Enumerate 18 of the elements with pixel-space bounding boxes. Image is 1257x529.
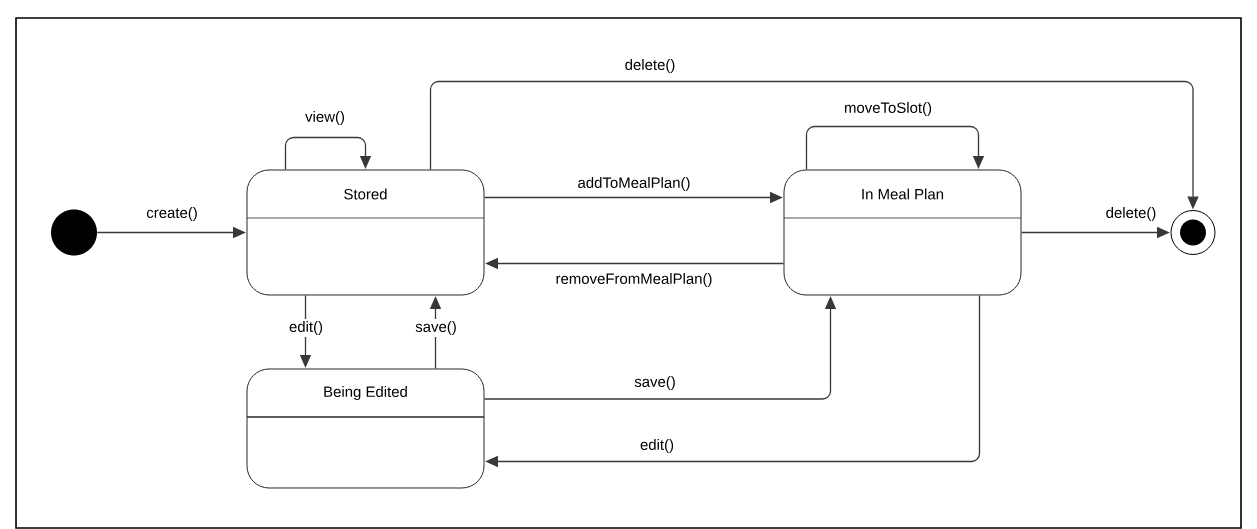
state-box: Stored [246, 169, 485, 296]
edge-label: removeFromMealPlan() [553, 271, 715, 289]
final-state [1170, 210, 1216, 255]
initial-state [51, 209, 97, 256]
arrow [284, 136, 372, 171]
edge-label: create() [144, 205, 200, 223]
arrow [805, 125, 985, 171]
edge-label: addToMealPlan() [575, 175, 693, 193]
edge-label: view() [303, 109, 347, 127]
edge-label: delete() [622, 57, 678, 75]
state-box: Being Edited [246, 368, 485, 489]
state-box: In Meal Plan [783, 169, 1022, 296]
edge-label: save() [413, 319, 459, 337]
edge-label: edit() [287, 319, 326, 337]
edge-label: edit() [638, 437, 677, 455]
edge-label: save() [632, 374, 678, 392]
edge-label: moveToSlot() [842, 100, 934, 118]
edge-label: delete() [1103, 205, 1159, 223]
